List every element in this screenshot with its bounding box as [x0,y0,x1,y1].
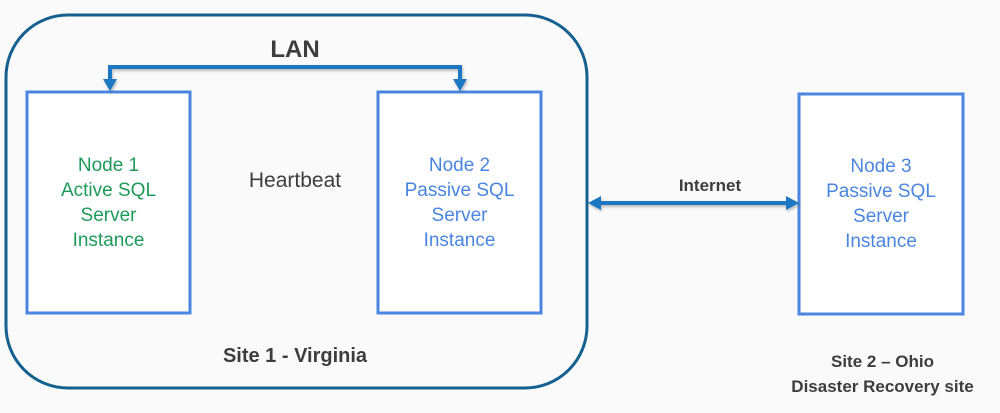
internet-arrowhead-left [588,196,601,210]
node2-box[interactable] [376,90,543,315]
site2-description: Disaster Recovery site [791,377,974,396]
internet-arrowhead-right [786,196,799,210]
node1-line4: Instance [72,230,145,251]
site2-label: Site 2 – Ohio Disaster Recovery site [770,349,995,399]
node1-line3: Server [80,205,137,226]
node3-label: Node 3 Passive SQL Server Instance [799,154,963,254]
node2-title: Node 2 [428,155,491,176]
node2-role: Passive SQL [404,180,515,201]
heartbeat-label: Heartbeat [248,169,342,192]
lan-arrowhead-left [103,79,117,91]
lan-arrowhead-right [453,79,467,91]
site1-label: Site 1 - Virginia [222,345,368,367]
node1-title: Node 1 [77,155,140,176]
internet-connector [588,196,799,210]
site1-boundary [4,13,589,390]
node1-role: Active SQL [60,180,157,201]
node2-line4: Instance [423,230,496,251]
node1-box[interactable] [25,90,192,315]
node3-box[interactable] [797,92,965,316]
node3-title: Node 3 [850,156,912,177]
lan-label: LAN [270,36,320,63]
internet-label: Internet [678,176,742,195]
site2-name: Site 2 – Ohio [831,352,934,371]
node2-label: Node 2 Passive SQL Server Instance [378,153,541,253]
lan-connector [103,65,467,91]
node3-role: Passive SQL [826,181,936,202]
node1-label: Node 1 Active SQL Server Instance [27,153,190,253]
node3-line3: Server [853,206,909,227]
node2-line3: Server [431,205,488,226]
node3-line4: Instance [845,231,917,252]
